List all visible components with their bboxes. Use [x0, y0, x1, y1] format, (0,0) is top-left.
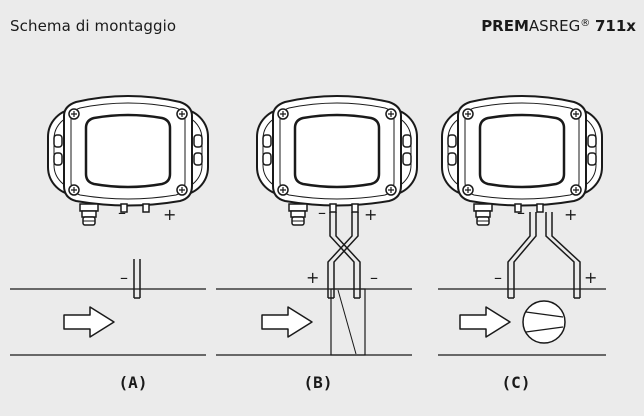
model-number: 711x [595, 17, 636, 35]
sign-minus-top: – [517, 203, 525, 222]
flow-arrow [459, 306, 511, 338]
panel-label-b: (B) [303, 373, 333, 392]
sign-minus-pipe: – [120, 268, 128, 287]
brand-bold: PREM [481, 17, 529, 35]
sign-minus-pipe: – [494, 268, 502, 287]
panel-label-c: (C) [501, 373, 531, 392]
sign-plus-pipe: + [306, 268, 319, 287]
sign-plus-pipe: + [584, 268, 597, 287]
diagram-title: Schema di montaggio [10, 17, 177, 35]
panel-a [10, 94, 210, 356]
panel-c [438, 94, 606, 356]
panel-label-a: (A) [118, 373, 148, 392]
sign-minus-top: – [118, 203, 126, 222]
sign-minus-top: – [318, 203, 326, 222]
pressure-transmitter [255, 94, 419, 227]
registered-mark: ® [580, 18, 591, 29]
pressure-transmitter [46, 94, 210, 227]
flow-arrow [261, 306, 313, 338]
sign-plus-top: + [364, 205, 377, 224]
sign-minus-pipe: – [370, 268, 378, 287]
product-name: PREMASREG® 711x [481, 17, 636, 35]
filter-element [330, 288, 366, 356]
panel-b [216, 94, 419, 356]
flow-arrow [63, 306, 115, 338]
fan-icon [522, 300, 566, 344]
sign-plus-top: + [163, 205, 176, 224]
brand-regular: ASREG [528, 17, 581, 35]
sign-plus-top: + [564, 205, 577, 224]
